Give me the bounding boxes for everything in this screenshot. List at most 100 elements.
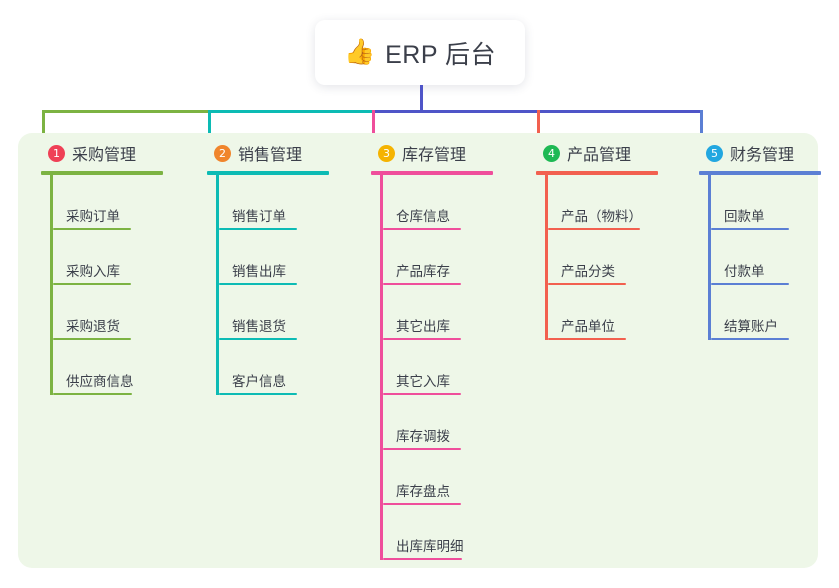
submodule-label: 供应商信息 xyxy=(66,374,134,389)
module-number-badge: 5 xyxy=(706,144,723,162)
module-title: 采购管理 xyxy=(72,147,137,164)
submodule-list: 采购订单采购入库采购退货供应商信息 xyxy=(50,175,180,395)
module-title: 销售管理 xyxy=(238,147,303,164)
bus-segment-4 xyxy=(537,110,700,113)
module-column-1: 1 采购管理采购订单采购入库采购退货供应商信息 xyxy=(30,140,180,395)
submodule-item[interactable]: 结算账户 xyxy=(708,285,838,340)
submodule-underline xyxy=(53,338,131,340)
module-column-5: 5 财务管理回款单付款单结算账户 xyxy=(688,140,838,340)
submodule-list: 销售订单销售出库销售退货客户信息 xyxy=(216,175,346,395)
submodule-item[interactable]: 销售退货 xyxy=(216,285,346,340)
submodule-underline xyxy=(711,228,789,230)
submodule-item[interactable]: 付款单 xyxy=(708,230,838,285)
submodule-underline xyxy=(219,228,297,230)
submodule-label: 出库库明细 xyxy=(396,539,464,554)
submodule-item[interactable]: 销售出库 xyxy=(216,230,346,285)
root-node[interactable]: 👍 ERP 后台 xyxy=(315,20,525,85)
submodule-label: 产品（物料） xyxy=(561,209,642,224)
submodule-label: 采购退货 xyxy=(66,319,120,334)
submodule-label: 库存盘点 xyxy=(396,484,450,499)
submodule-spine xyxy=(380,175,383,560)
submodule-item[interactable]: 回款单 xyxy=(708,175,838,230)
submodule-list: 仓库信息产品库存其它出库其它入库库存调拨库存盘点出库库明细 xyxy=(380,175,510,560)
module-underline xyxy=(41,171,163,175)
submodule-spine xyxy=(216,175,219,395)
submodule-underline xyxy=(53,393,132,395)
submodule-label: 结算账户 xyxy=(724,319,778,334)
submodule-spine xyxy=(50,175,53,395)
module-header-2[interactable]: 2 销售管理 xyxy=(196,140,346,166)
submodule-item[interactable]: 销售订单 xyxy=(216,175,346,230)
submodule-list: 产品（物料） 产品分类产品单位 xyxy=(545,175,675,340)
submodule-label: 仓库信息 xyxy=(396,209,450,224)
module-underline xyxy=(699,171,821,175)
submodule-label: 采购订单 xyxy=(66,209,120,224)
submodule-label: 销售出库 xyxy=(232,264,286,279)
submodule-item[interactable]: 产品分类 xyxy=(545,230,675,285)
submodule-spine xyxy=(708,175,711,340)
submodule-label: 销售订单 xyxy=(232,209,286,224)
submodule-label: 产品分类 xyxy=(561,264,615,279)
column-drop-4 xyxy=(537,110,540,144)
module-number-badge: 1 xyxy=(48,144,65,162)
submodule-item[interactable]: 客户信息 xyxy=(216,340,346,395)
column-drop-3 xyxy=(372,110,375,144)
submodule-underline xyxy=(383,448,461,450)
submodule-underline xyxy=(53,228,131,230)
submodule-underline xyxy=(711,338,789,340)
column-drop-1 xyxy=(42,110,45,144)
submodule-item[interactable]: 其它出库 xyxy=(380,285,510,340)
column-drop-5 xyxy=(700,110,703,144)
submodule-item[interactable]: 供应商信息 xyxy=(50,340,180,395)
submodule-underline xyxy=(219,283,297,285)
submodule-underline xyxy=(219,393,297,395)
column-drop-2 xyxy=(208,110,211,144)
module-underline xyxy=(536,171,658,175)
submodule-item[interactable]: 采购退货 xyxy=(50,285,180,340)
submodule-item[interactable]: 出库库明细 xyxy=(380,505,510,560)
submodule-list: 回款单付款单结算账户 xyxy=(708,175,838,340)
submodule-label: 付款单 xyxy=(724,264,765,279)
module-column-2: 2 销售管理销售订单销售出库销售退货客户信息 xyxy=(196,140,346,395)
submodule-item[interactable]: 其它入库 xyxy=(380,340,510,395)
module-number-badge: 2 xyxy=(214,144,231,162)
bus-segment-3 xyxy=(372,110,537,113)
submodule-item[interactable]: 产品（物料） xyxy=(545,175,675,230)
module-header-5[interactable]: 5 财务管理 xyxy=(688,140,838,166)
submodule-underline xyxy=(383,558,462,560)
submodule-underline xyxy=(383,338,461,340)
submodule-item[interactable]: 产品单位 xyxy=(545,285,675,340)
bus-segment-1 xyxy=(42,110,208,113)
submodule-label: 销售退货 xyxy=(232,319,286,334)
submodule-label: 客户信息 xyxy=(232,374,286,389)
modules-panel xyxy=(18,133,818,568)
module-number-badge: 3 xyxy=(378,144,395,162)
module-header-1[interactable]: 1 采购管理 xyxy=(30,140,180,166)
submodule-underline xyxy=(548,228,640,230)
submodule-item[interactable]: 库存盘点 xyxy=(380,450,510,505)
submodule-underline xyxy=(383,228,461,230)
module-title: 财务管理 xyxy=(730,147,795,164)
submodule-item[interactable]: 产品库存 xyxy=(380,230,510,285)
submodule-underline xyxy=(711,283,789,285)
submodule-label: 库存调拨 xyxy=(396,429,450,444)
submodule-label: 产品库存 xyxy=(396,264,450,279)
root-connector-stem xyxy=(420,85,423,113)
submodule-label: 其它出库 xyxy=(396,319,450,334)
submodule-item[interactable]: 库存调拨 xyxy=(380,395,510,450)
submodule-underline xyxy=(383,503,461,505)
submodule-item[interactable]: 采购订单 xyxy=(50,175,180,230)
submodule-underline xyxy=(383,283,461,285)
thumbs-up-icon: 👍 xyxy=(343,38,376,66)
submodule-item[interactable]: 仓库信息 xyxy=(380,175,510,230)
submodule-underline xyxy=(219,338,297,340)
submodule-label: 其它入库 xyxy=(396,374,450,389)
submodule-label: 回款单 xyxy=(724,209,765,224)
submodule-item[interactable]: 采购入库 xyxy=(50,230,180,285)
submodule-spine xyxy=(545,175,548,340)
module-number-badge: 4 xyxy=(543,144,560,162)
module-underline xyxy=(371,171,493,175)
